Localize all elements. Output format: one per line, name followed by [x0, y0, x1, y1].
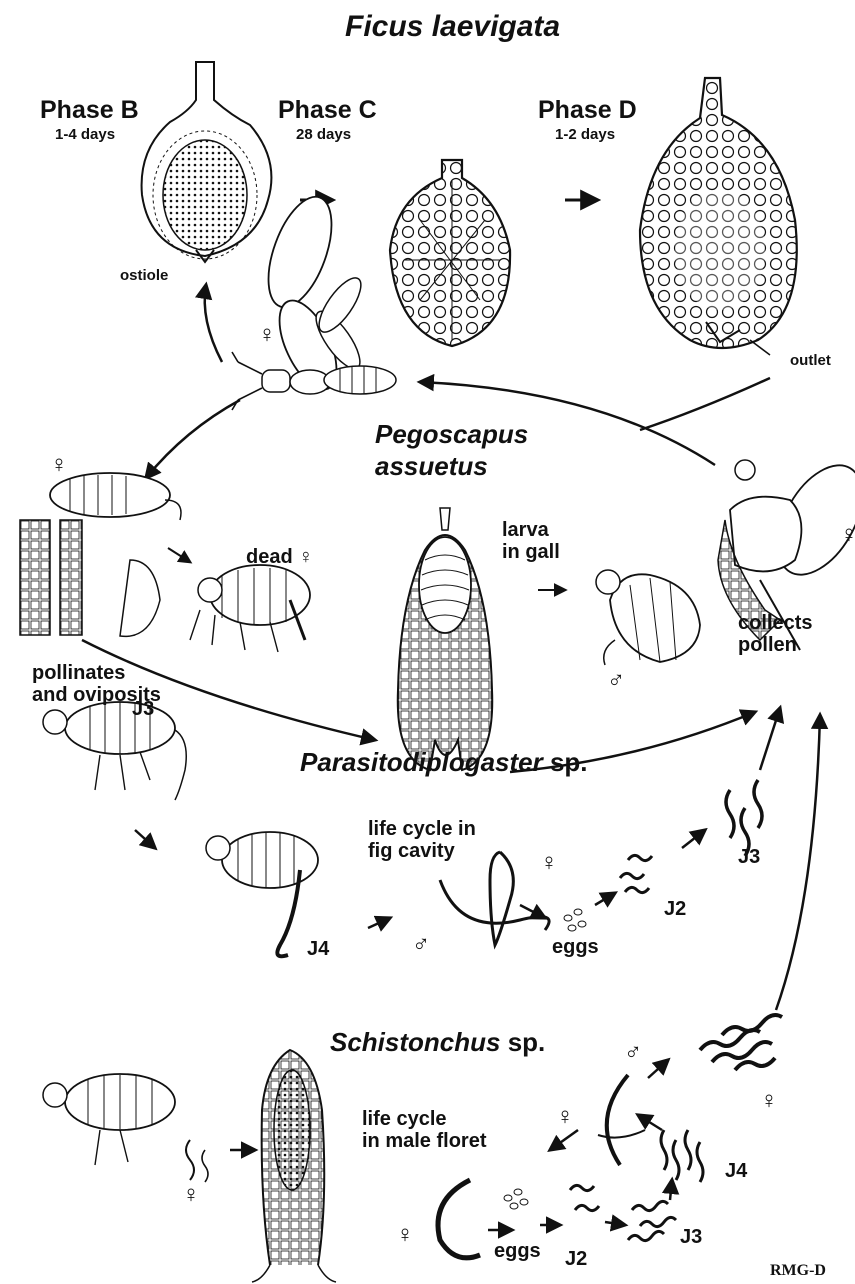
arrow-outlet-to-cycle: [640, 378, 770, 430]
phase-b-label: Phase B: [40, 97, 139, 125]
outlet-label: outlet: [790, 353, 831, 370]
schistonchus-genus: Schistonchus: [330, 1027, 500, 1057]
arrow-to-dead: [168, 548, 190, 562]
fig-cavity-cycle-label: life cycle in fig cavity: [368, 818, 476, 862]
parasitodiplogaster-j4-label: J4: [307, 938, 329, 960]
male-wasp-drawing: [596, 570, 700, 665]
schistonchus-title: Schistonchus sp.: [330, 1028, 545, 1057]
artist-credit: RMG-D: [770, 1262, 826, 1280]
fig-phase-c: [390, 160, 510, 346]
parasitodiplogaster-genus: Parasitodiplogaster: [300, 747, 543, 777]
parasitodiplogaster-j3-late-label: J3: [738, 846, 760, 868]
phase-c-duration: 28 days: [296, 127, 351, 144]
schistonchus-wasp-female-symbol: ♀: [182, 1182, 200, 1208]
schistonchus-j2: [570, 1185, 599, 1210]
parasitodiplogaster-adults: [440, 852, 549, 945]
parasitodiplogaster-wasp-j3: [43, 702, 186, 800]
parasitodiplogaster-j3-late: [726, 780, 762, 856]
fig-phase-d: [640, 78, 797, 348]
schistonchus-wasp-drawing: [43, 1074, 208, 1182]
parasitodiplogaster-eggs-label: eggs: [552, 936, 599, 958]
arrow-j4-to-adults: [638, 1115, 662, 1130]
schistonchus-j3: [628, 1201, 676, 1240]
schistonchus-adult-female-symbol: ♀: [556, 1104, 574, 1130]
male-floret-drawing: [252, 1050, 336, 1282]
arrow-eggs-to-j2: [595, 893, 615, 905]
arrow-j3-to-collects: [760, 708, 780, 770]
outlet-pointer: [750, 340, 770, 355]
pollinator-female-symbol: ♀: [50, 452, 68, 478]
parasitodiplogaster-j3-label: J3: [132, 698, 154, 720]
pegoscapus-name-line1: Pegoscapus: [375, 420, 528, 449]
diagram-title: Ficus laevigata: [345, 10, 560, 43]
schistonchus-adults: [598, 1075, 645, 1165]
arrow-wasp-to-pollinates: [146, 400, 240, 478]
arrow-j2-to-j3: [682, 830, 705, 848]
arrow-wasp-to-ostiole: [205, 285, 222, 362]
dead-wasp-drawing: [190, 565, 310, 652]
parasitodiplogaster-eggs: [564, 909, 586, 931]
arrow-adults-to-juveniles: [648, 1060, 668, 1078]
pollinating-wasp-drawing: [20, 473, 181, 636]
larva-in-gall-drawing: [398, 508, 492, 770]
schistonchus-j2-label: J2: [565, 1248, 587, 1270]
nematode-female-symbol: ♀: [540, 850, 558, 876]
collector-female-symbol: ♀: [840, 522, 855, 548]
schistonchus-female-larva: [438, 1180, 480, 1258]
parasitodiplogaster-title: Parasitodiplogaster sp.: [300, 748, 588, 777]
arrow-j4-to-cycle: [368, 918, 390, 928]
arrow-j2-to-j3-s: [605, 1222, 625, 1225]
schistonchus-eggs-label: eggs: [494, 1240, 541, 1262]
parasitodiplogaster-wasp-j4: [206, 832, 318, 956]
schistonchus-eggs: [504, 1189, 528, 1209]
wasp-female-symbol: ♀: [258, 322, 276, 348]
arrow-schistonchus-to-collects: [776, 715, 820, 1010]
arrow-j3-to-j4-wasp: [135, 830, 155, 848]
male-wasp-symbol: ♂: [607, 668, 625, 694]
arrow-adults-to-floret: [550, 1130, 578, 1150]
nematode-male-symbol: ♂: [412, 932, 430, 958]
parasitodiplogaster-j2-label: J2: [664, 898, 686, 920]
dead-wasp-label: dead ♀: [246, 546, 313, 568]
pegoscapus-name-line2: assuetus: [375, 452, 488, 481]
phase-d-duration: 1-2 days: [555, 127, 615, 144]
schistonchus-j4-label: J4: [725, 1160, 747, 1182]
male-floret-cycle-label: life cycle in male floret: [362, 1108, 486, 1152]
fig-phase-b: [142, 62, 272, 262]
schistonchus-j3-label: J3: [680, 1226, 702, 1248]
schistonchus-juvenile-female-symbol: ♀: [760, 1088, 778, 1114]
ostiole-label: ostiole: [120, 268, 168, 285]
parasitodiplogaster-j2: [620, 855, 652, 892]
schistonchus-migrating-juveniles: [700, 1015, 782, 1070]
phase-b-duration: 1-4 days: [55, 127, 115, 144]
larva-in-gall-label: larva in gall: [502, 519, 560, 563]
schistonchus-j4: [661, 1130, 703, 1182]
phase-d-label: Phase D: [538, 97, 637, 125]
schistonchus-larva-female-symbol: ♀: [396, 1222, 414, 1248]
collects-pollen-label: collects pollen: [738, 612, 812, 656]
schistonchus-male-symbol: ♂: [624, 1040, 642, 1066]
parasitodiplogaster-suffix: sp.: [543, 747, 588, 777]
arrow-j3-to-j4-s: [670, 1180, 672, 1200]
phase-c-label: Phase C: [278, 97, 377, 125]
schistonchus-suffix: sp.: [500, 1027, 545, 1057]
